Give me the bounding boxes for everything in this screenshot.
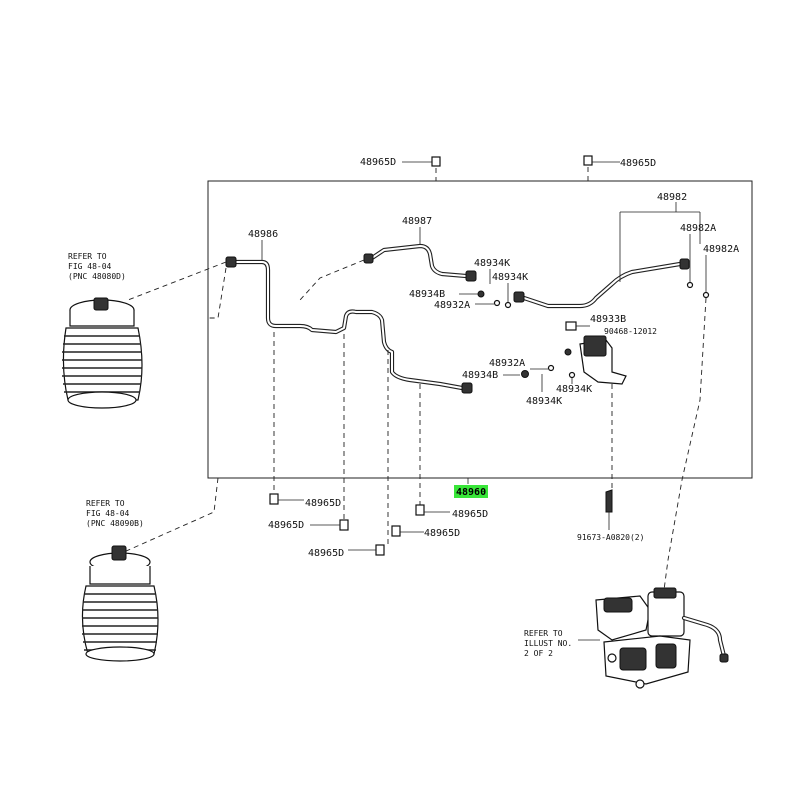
lower-fittings: 48932A 48934B 48934K 48934K (462, 358, 592, 407)
assembly-frame (207, 180, 753, 479)
label-clip-top-left: 48965D (360, 157, 396, 168)
label-k-upper2: 48934K (492, 272, 528, 283)
refer-pump-line2: ILLUST NO. (524, 639, 572, 648)
label-clip-bottom1: 48965D (305, 498, 341, 509)
refer-bottom-line3: (PNC 48090B) (86, 519, 144, 528)
label-b-right: 48933B (590, 314, 626, 325)
refer-top-line3: (PNC 48080D) (68, 272, 126, 281)
label-clip-bottom5: 48965D (308, 548, 344, 559)
dash-48986-down (208, 267, 227, 319)
clip-bottom-5: 48965D (308, 544, 385, 559)
dash-to-top-bellows (127, 261, 227, 301)
label-a-lower: 48932A (489, 358, 525, 369)
label-clip-bottom4: 48965D (424, 528, 460, 539)
label-tube-right: 48982 (657, 192, 687, 203)
dash-to-pump (663, 297, 707, 591)
label-b-lower: 48934B (462, 370, 498, 381)
refer-pump-line3: 2 OF 2 (524, 649, 553, 658)
label-bolt-bottom: 91673-A0820(2) (577, 533, 644, 542)
main-part-label: 48960 (454, 478, 488, 498)
air-spring-bottom: REFER TO FIG 48-04 (PNC 48090B) (81, 499, 159, 662)
refer-pump-line1: REFER TO (524, 629, 563, 638)
tube-48986: 48986 (225, 229, 473, 394)
label-a-upper: 48932A (434, 300, 470, 311)
dash-tube-upper (299, 259, 365, 301)
air-spring-top: REFER TO FIG 48-04 (PNC 48080D) (62, 252, 143, 409)
label-main-part: 48960 (456, 487, 486, 498)
tube-48982: 48982 48982A 48982A (513, 192, 739, 309)
clip-bottom-2: 48965D (268, 519, 349, 531)
valve-bracket: 48933B 90468-12012 (564, 314, 657, 490)
clip-top-left: 48965D (360, 156, 441, 181)
label-tube-right-a1: 48982A (680, 223, 716, 234)
clip-top-right: 48965D (583, 155, 656, 181)
bolt-bottom: 91673-A0820(2) (577, 489, 644, 542)
refer-top-line1: REFER TO (68, 252, 107, 261)
main-part-highlight (454, 485, 488, 498)
label-tube-right-a2: 48982A (703, 244, 739, 255)
label-b-upper: 48934B (409, 289, 445, 300)
compressor-assembly: REFER TO ILLUST NO. 2 OF 2 (524, 587, 729, 689)
label-clip-bottom3: 48965D (452, 509, 488, 520)
refer-bottom-line2: FIG 48-04 (86, 509, 130, 518)
label-clip-top-right: 48965D (620, 158, 656, 169)
label-k-upper1: 48934K (474, 258, 510, 269)
label-tube-upper: 48987 (402, 216, 432, 227)
clip-bottom-4: 48965D (391, 525, 460, 539)
tube-48987: 48987 (363, 216, 477, 282)
dash-to-bottom-bellows (123, 477, 219, 553)
label-bolt-code: 90468-12012 (604, 327, 657, 336)
label-clip-bottom2: 48965D (268, 520, 304, 531)
refer-bottom-line1: REFER TO (86, 499, 125, 508)
label-tube-left: 48986 (248, 229, 278, 240)
label-k-lower1: 48934K (556, 384, 592, 395)
label-k-lower2: 48934K (526, 396, 562, 407)
clip-bottom-3: 48965D (415, 504, 488, 520)
refer-top-line2: FIG 48-04 (68, 262, 112, 271)
upper-fittings: 48934K 48934K 48934B 48932A (409, 258, 528, 311)
clip-bottom-1: 48965D (269, 493, 341, 509)
